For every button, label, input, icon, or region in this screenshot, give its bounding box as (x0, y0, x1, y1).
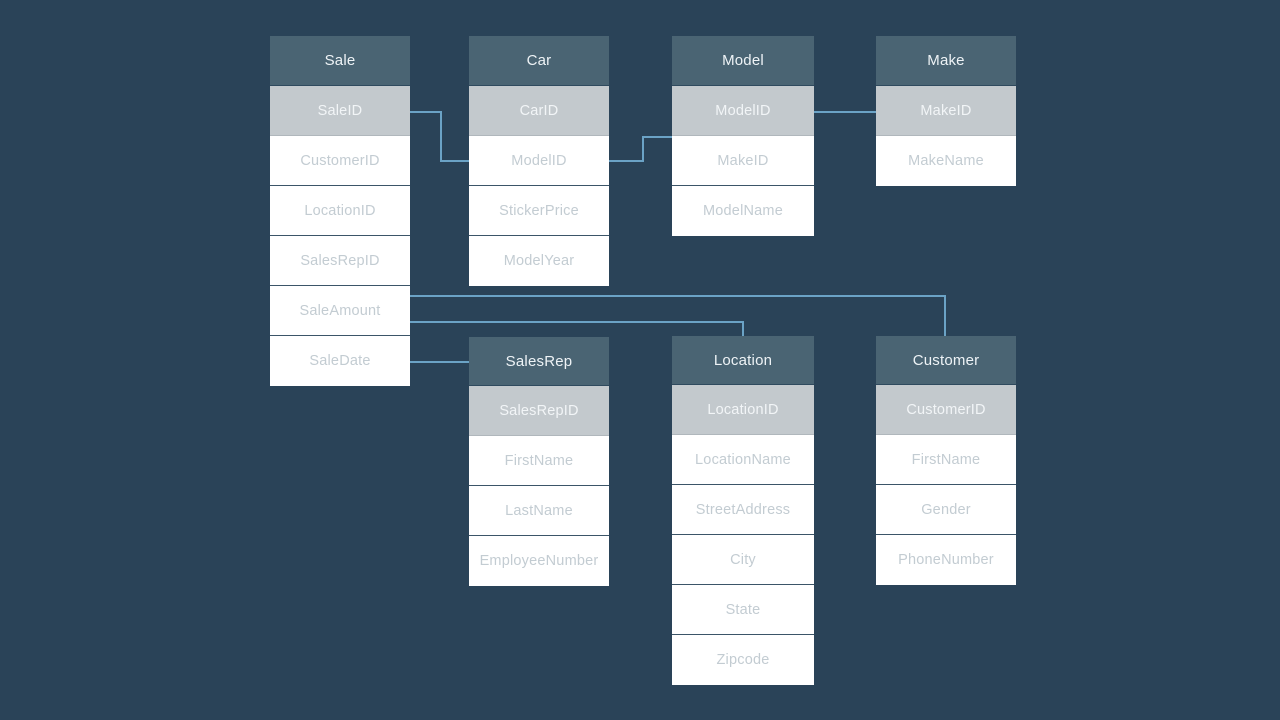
field-sale-locationid[interactable]: LocationID (270, 186, 410, 236)
entity-header-model: Model (672, 36, 814, 86)
field-salesrep-firstname[interactable]: FirstName (469, 436, 609, 486)
field-customer-gender[interactable]: Gender (876, 485, 1016, 535)
primary-key-field-model-modelid[interactable]: ModelID (672, 86, 814, 136)
primary-key-field-make-makeid[interactable]: MakeID (876, 86, 1016, 136)
field-salesrep-employeenumber[interactable]: EmployeeNumber (469, 536, 609, 586)
field-model-modelname[interactable]: ModelName (672, 186, 814, 236)
field-location-locationname[interactable]: LocationName (672, 435, 814, 485)
field-sale-saleamount[interactable]: SaleAmount (270, 286, 410, 336)
field-car-stickerprice[interactable]: StickerPrice (469, 186, 609, 236)
primary-key-field-location-locationid[interactable]: LocationID (672, 385, 814, 435)
field-sale-customerid[interactable]: CustomerID (270, 136, 410, 186)
field-location-state[interactable]: State (672, 585, 814, 635)
entity-header-customer: Customer (876, 336, 1016, 385)
field-model-makeid[interactable]: MakeID (672, 136, 814, 186)
field-sale-salesrepid[interactable]: SalesRepID (270, 236, 410, 286)
entity-header-location: Location (672, 336, 814, 385)
field-salesrep-lastname[interactable]: LastName (469, 486, 609, 536)
primary-key-field-car-carid[interactable]: CarID (469, 86, 609, 136)
entity-header-sale: Sale (270, 36, 410, 86)
entity-header-car: Car (469, 36, 609, 86)
relationship-line-car-model (609, 136, 673, 162)
field-customer-firstname[interactable]: FirstName (876, 435, 1016, 485)
entity-header-make: Make (876, 36, 1016, 86)
field-location-streetaddress[interactable]: StreetAddress (672, 485, 814, 535)
field-car-modelyear[interactable]: ModelYear (469, 236, 609, 286)
field-sale-saledate[interactable]: SaleDate (270, 336, 410, 386)
primary-key-field-salesrep-salesrepid[interactable]: SalesRepID (469, 386, 609, 436)
entity-header-salesrep: SalesRep (469, 337, 609, 386)
field-customer-phonenumber[interactable]: PhoneNumber (876, 535, 1016, 585)
field-make-makename[interactable]: MakeName (876, 136, 1016, 186)
relationship-line-sale-customer (410, 295, 946, 337)
primary-key-field-sale-saleid[interactable]: SaleID (270, 86, 410, 136)
relationship-line-sale-car (410, 111, 470, 162)
primary-key-field-customer-customerid[interactable]: CustomerID (876, 385, 1016, 435)
field-car-modelid[interactable]: ModelID (469, 136, 609, 186)
field-location-zipcode[interactable]: Zipcode (672, 635, 814, 685)
field-location-city[interactable]: City (672, 535, 814, 585)
relationship-line-sale-location (410, 321, 744, 337)
